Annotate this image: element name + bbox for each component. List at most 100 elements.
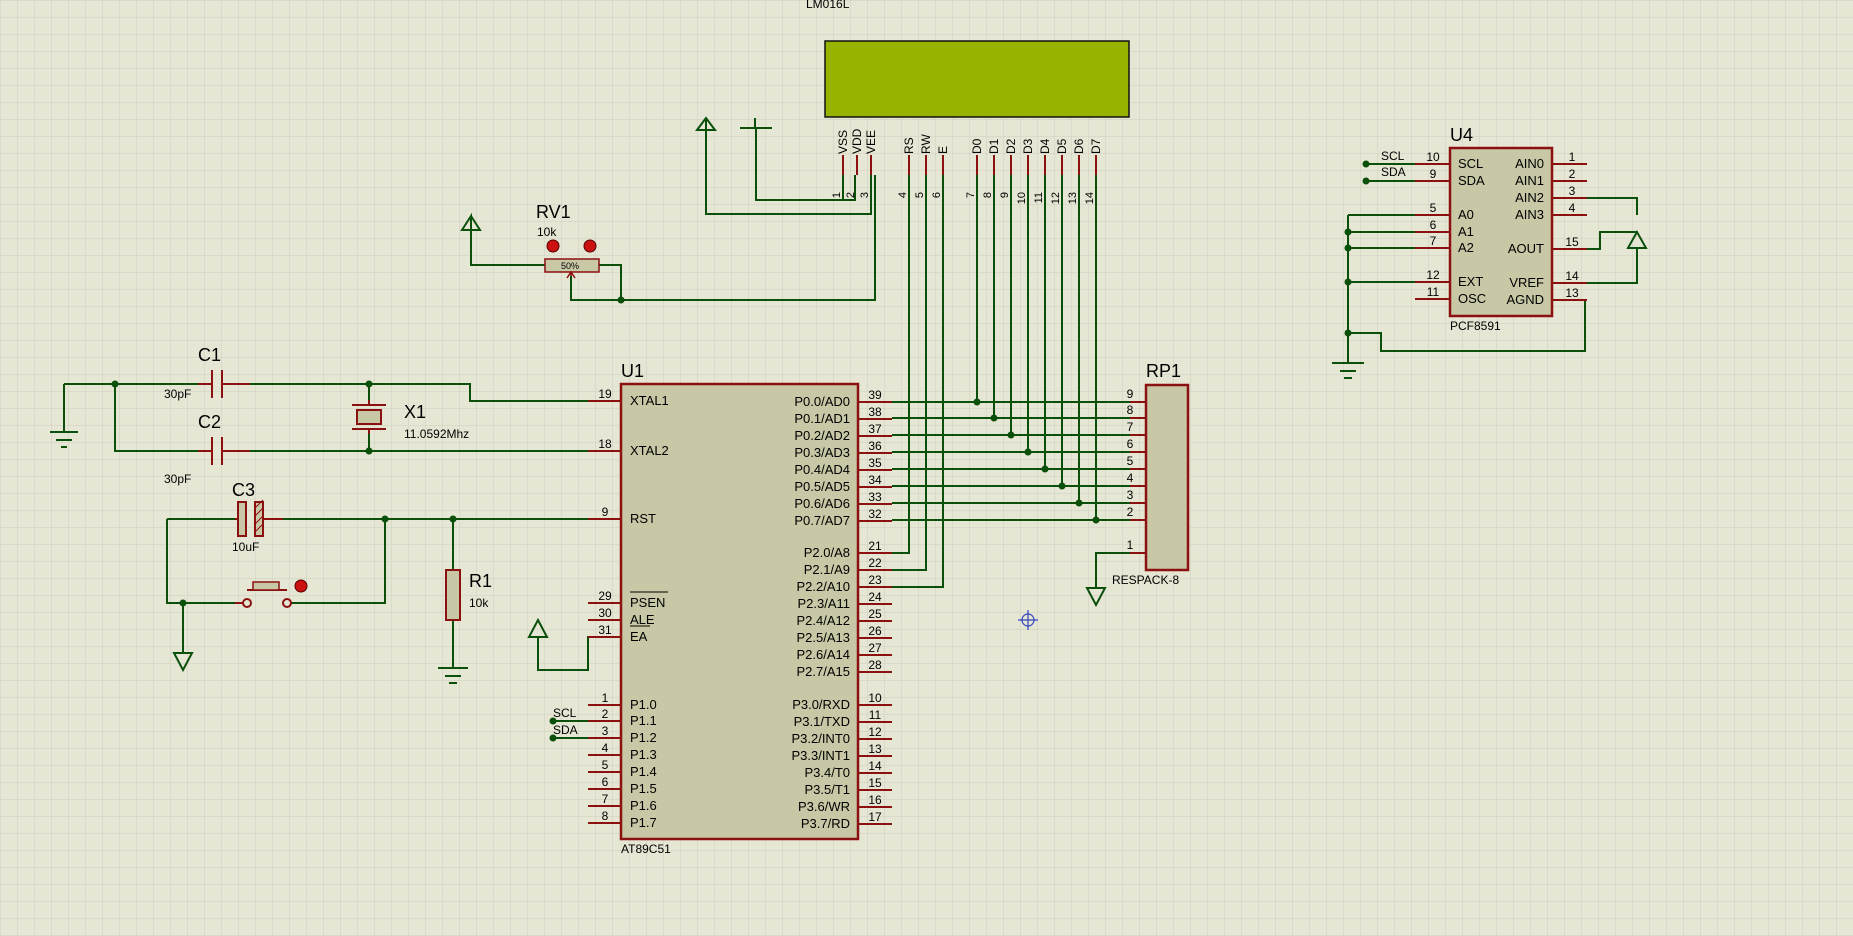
u1-sda-label: SDA [553, 723, 578, 737]
c3-plate-positive [237, 501, 247, 537]
u1-pin-name: P2.7/A15 [797, 664, 851, 679]
rp1-pin-number: 5 [1127, 454, 1134, 468]
u1-pin-number: 16 [868, 793, 882, 807]
lcd-screen [824, 40, 1130, 118]
u1-pin-number: 36 [868, 439, 882, 453]
rp1-pin-number: 6 [1127, 437, 1134, 451]
capacitor-c3[interactable]: C3 10uF [232, 480, 283, 554]
rv1-increment-icon[interactable] [583, 239, 597, 253]
c3-value: 10uF [232, 540, 259, 554]
u4-pin-number: 4 [1569, 201, 1576, 215]
x1-ref: X1 [404, 402, 426, 422]
u1-pin-number: 32 [868, 507, 882, 521]
u1-pin-name: P1.2 [630, 730, 657, 745]
rp1-pin-number: 7 [1127, 420, 1134, 434]
u4-pin-number: 14 [1565, 269, 1579, 283]
u1-pin-name: P1.7 [630, 815, 657, 830]
rv1-ref: RV1 [536, 202, 571, 222]
power-arrow-icon [695, 116, 717, 131]
rv1-value: 10k [537, 225, 557, 239]
u4-pin-number: 2 [1569, 167, 1576, 181]
u1-pin-number: 35 [868, 456, 882, 470]
u1-pin-number: 29 [598, 589, 612, 603]
capacitor-c1[interactable]: C1 30pF [164, 345, 250, 401]
u1-pin-number: 5 [602, 758, 609, 772]
u1-pin-name: P0.3/AD3 [794, 445, 850, 460]
rv1-percent: 50% [561, 261, 579, 271]
mcu-u1[interactable]: U1 AT89C51 XTAL119XTAL218RST9PSEN29ALE30… [553, 361, 892, 856]
rv1-body [544, 258, 600, 273]
rp1-pin-number: 3 [1127, 488, 1134, 502]
rp1-part: RESPACK-8 [1112, 573, 1179, 587]
c1-symbol [198, 370, 250, 398]
u4-pin-number: 15 [1565, 235, 1579, 249]
reset-pushbutton[interactable] [235, 579, 308, 608]
u1-pin-name: P3.7/RD [801, 816, 850, 831]
u1-pin-number: 13 [868, 742, 882, 756]
u1-pin-number: 4 [602, 741, 609, 755]
u1-pin-name: P3.3/INT1 [791, 748, 850, 763]
u4-pin-name: A0 [1458, 207, 1474, 222]
u1-pin-number: 31 [598, 623, 612, 637]
u1-pin-number: 15 [868, 776, 882, 790]
u1-pin-name: P0.1/AD1 [794, 411, 850, 426]
u1-pin-number: 24 [868, 590, 882, 604]
lcd-pin-name: D4 [1038, 138, 1052, 154]
u1-pin-number: 6 [602, 775, 609, 789]
c1-value: 30pF [164, 387, 191, 401]
potentiometer-rv1[interactable]: RV1 10k 50% [536, 202, 600, 279]
u1-pin-name: P3.0/RXD [792, 697, 850, 712]
x1-plates [352, 400, 386, 434]
u4-pin-name: OSC [1458, 291, 1486, 306]
lcd-pin-number: 13 [1067, 192, 1079, 204]
u1-part: AT89C51 [621, 842, 671, 856]
u1-pin-name: P3.5/T1 [804, 782, 850, 797]
u1-pin-number: 30 [598, 606, 612, 620]
lcd-module[interactable]: LM016L VSS1VDD2VEE3RS4RW5E6D07D18D29D310… [806, 0, 1130, 204]
u4-pin-number: 1 [1569, 150, 1576, 164]
lcd-pin-name: D3 [1021, 138, 1035, 154]
lcd-pin-number: 9 [999, 192, 1011, 198]
u4-pin-name: AGND [1506, 292, 1544, 307]
capacitor-c2[interactable]: C2 30pF [164, 412, 250, 486]
u4-pin-number: 12 [1426, 268, 1440, 282]
resistor-r1[interactable]: R1 10k [445, 569, 492, 621]
button-toggle-icon[interactable] [294, 579, 308, 593]
u1-pin-number: 12 [868, 725, 882, 739]
u1-scl-label: SCL [553, 706, 577, 720]
c2-value: 30pF [164, 472, 191, 486]
u1-body [619, 382, 860, 841]
u4-pin-name: AIN1 [1515, 173, 1544, 188]
u4-pin-number: 11 [1427, 285, 1440, 299]
u1-pin-number: 23 [868, 573, 882, 587]
rp1-pin-number: 1 [1127, 538, 1134, 552]
u1-pin-name: P1.6 [630, 798, 657, 813]
u4-pin-number: 5 [1430, 201, 1437, 215]
u4-pin-number: 3 [1569, 184, 1576, 198]
u4-pin-name: A2 [1458, 240, 1474, 255]
lcd-pin-name: VSS [836, 130, 850, 154]
rv1-decrement-icon[interactable] [546, 239, 560, 253]
u1-pin-name: P2.4/A12 [797, 613, 851, 628]
u1-pin-number: 17 [868, 810, 882, 824]
adc-u4[interactable]: U4 PCF8591 SCL10SDA9A05A16A27EXT12OSC11 … [1381, 125, 1587, 333]
u4-pin-name: SCL [1458, 156, 1483, 171]
u1-pin-name: P0.4/AD4 [794, 462, 850, 477]
u1-pin-number: 26 [868, 624, 882, 638]
u1-pin-name: P3.1/TXD [794, 714, 850, 729]
u1-pin-name: P3.2/INT0 [791, 731, 850, 746]
u1-pin-name: P2.6/A14 [797, 647, 851, 662]
lcd-title: LM016L [806, 0, 850, 11]
u4-pin-name: EXT [1458, 274, 1483, 289]
r1-ref: R1 [469, 571, 492, 591]
crystal-x1[interactable]: X1 11.0592Mhz [352, 400, 469, 441]
lcd-pins: VSS1VDD2VEE3RS4RW5E6D07D18D29D310D411D51… [831, 128, 1103, 204]
lcd-pin-number: 8 [982, 192, 994, 198]
u1-pin-name: XTAL2 [630, 443, 669, 458]
u1-pin-number: 11 [869, 708, 882, 722]
c2-ref: C2 [198, 412, 221, 432]
u1-pin-number: 28 [868, 658, 882, 672]
